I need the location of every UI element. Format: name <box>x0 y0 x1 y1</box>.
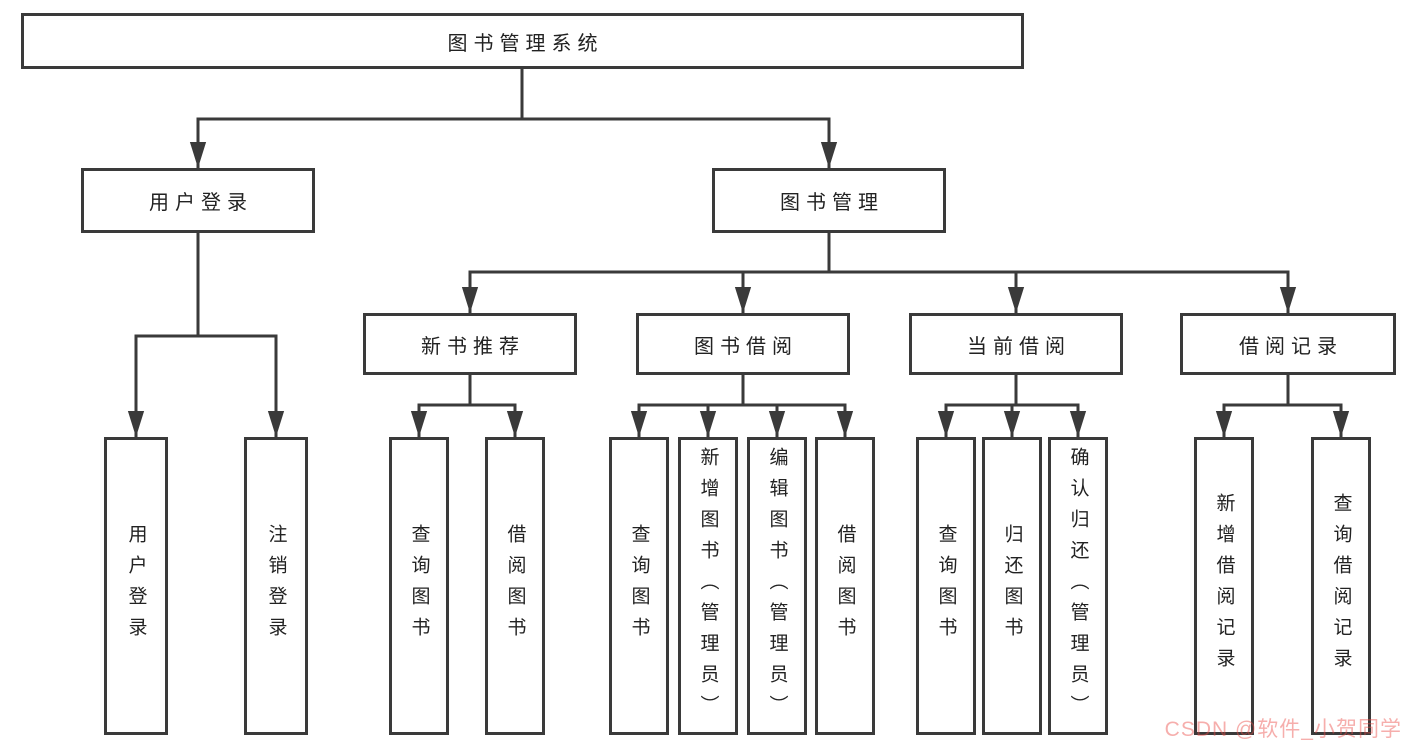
node-leaf-borrow-book-2: 借阅图书 <box>815 437 875 735</box>
node-leaf-return-book: 归还图书 <box>982 437 1042 735</box>
node-leaf-query-borrow-record: 查询借阅记录 <box>1311 437 1371 735</box>
node-new-book-recommend: 新书推荐 <box>363 313 577 375</box>
leaf-label: 借阅图书 <box>504 524 526 648</box>
leaf-label: 确认归还（管理员） <box>1067 446 1089 726</box>
node-leaf-logout: 注销登录 <box>244 437 308 735</box>
leaf-label: 新增借阅记录 <box>1213 493 1235 679</box>
node-leaf-add-book-admin: 新增图书（管理员） <box>678 437 738 735</box>
leaf-label: 归还图书 <box>1001 524 1023 648</box>
node-borrow-records: 借阅记录 <box>1180 313 1396 375</box>
leaf-label: 新增图书（管理员） <box>697 446 719 726</box>
leaf-label: 用户登录 <box>125 524 147 648</box>
leaf-label: 借阅图书 <box>834 524 856 648</box>
node-leaf-borrow-book-1: 借阅图书 <box>485 437 545 735</box>
node-leaf-query-book-1: 查询图书 <box>389 437 449 735</box>
node-leaf-edit-book-admin: 编辑图书（管理员） <box>747 437 807 735</box>
node-leaf-confirm-return-admin: 确认归还（管理员） <box>1048 437 1108 735</box>
node-leaf-user-login: 用户登录 <box>104 437 168 735</box>
leaf-label: 查询借阅记录 <box>1330 493 1352 679</box>
node-library-management-system: 图书管理系统 <box>21 13 1024 69</box>
leaf-label: 注销登录 <box>265 524 287 648</box>
node-leaf-query-book-3: 查询图书 <box>916 437 976 735</box>
node-leaf-add-borrow-record: 新增借阅记录 <box>1194 437 1254 735</box>
node-book-management-branch: 图书管理 <box>712 168 946 233</box>
node-book-borrow: 图书借阅 <box>636 313 850 375</box>
node-leaf-query-book-2: 查询图书 <box>609 437 669 735</box>
leaf-label: 编辑图书（管理员） <box>766 446 788 726</box>
csdn-watermark: CSDN @软件_小贺同学 <box>1164 718 1402 741</box>
leaf-label: 查询图书 <box>408 524 430 648</box>
node-user-login-branch: 用户登录 <box>81 168 315 233</box>
leaf-label: 查询图书 <box>935 524 957 648</box>
leaf-label: 查询图书 <box>628 524 650 648</box>
node-current-borrow: 当前借阅 <box>909 313 1123 375</box>
